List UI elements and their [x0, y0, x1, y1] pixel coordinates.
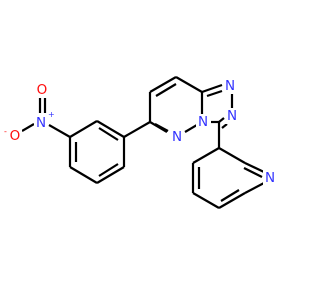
nitro-n-mask	[34, 115, 48, 131]
pyridine-n-mask	[263, 170, 277, 186]
bond	[201, 83, 223, 94]
triazole-n1-label: N	[225, 78, 235, 94]
nitro-o-top-label: O	[37, 82, 48, 98]
triazole-ring	[201, 83, 234, 129]
bridge-n-label: N	[198, 114, 208, 130]
nitro-o-left-label: O	[10, 128, 21, 144]
bridge-n-mask	[196, 114, 210, 130]
bond	[69, 166, 98, 184]
biaryl-bond	[123, 121, 151, 138]
bond	[220, 189, 240, 202]
bond	[48, 124, 71, 138]
bond	[206, 89, 223, 98]
nitro-o-left-charge: -	[4, 127, 7, 136]
triazole-n1-mask	[223, 78, 237, 94]
molecule-structure: N + O O - N N N N N	[4, 76, 277, 209]
nitro-o-left-mask	[8, 128, 22, 144]
bond	[244, 182, 265, 194]
nitro-o-top-mask	[34, 82, 48, 98]
bond	[218, 147, 246, 164]
pyridazine-ring	[148, 76, 204, 133]
bond	[244, 162, 265, 173]
pyridazine-n-label: N	[172, 129, 182, 145]
nitro-n-label: N	[36, 115, 46, 131]
bond	[218, 117, 225, 123]
pyridazine-n-mask	[170, 129, 184, 145]
pyridine-n-label: N	[265, 170, 275, 186]
bond	[221, 123, 228, 129]
nitrophenyl-ring	[68, 120, 126, 184]
bond	[218, 192, 246, 209]
bond	[243, 167, 263, 178]
bond	[96, 166, 125, 184]
triazole-n2-label: N	[227, 108, 237, 124]
bond	[21, 123, 35, 132]
atom-labels: N + O O - N N N N N	[4, 78, 277, 186]
bond	[69, 120, 98, 138]
bond	[98, 163, 119, 177]
nitro-n-charge: +	[48, 110, 55, 119]
bond	[192, 147, 220, 164]
bond	[192, 192, 220, 209]
bond	[96, 120, 125, 138]
pyridine-ring	[191, 147, 265, 209]
bond	[98, 127, 119, 141]
bond	[155, 83, 177, 97]
nitro-group	[21, 98, 71, 138]
bond	[175, 76, 203, 93]
bond	[149, 76, 177, 93]
triazole-n2-mask	[225, 108, 239, 124]
bond	[154, 123, 169, 132]
